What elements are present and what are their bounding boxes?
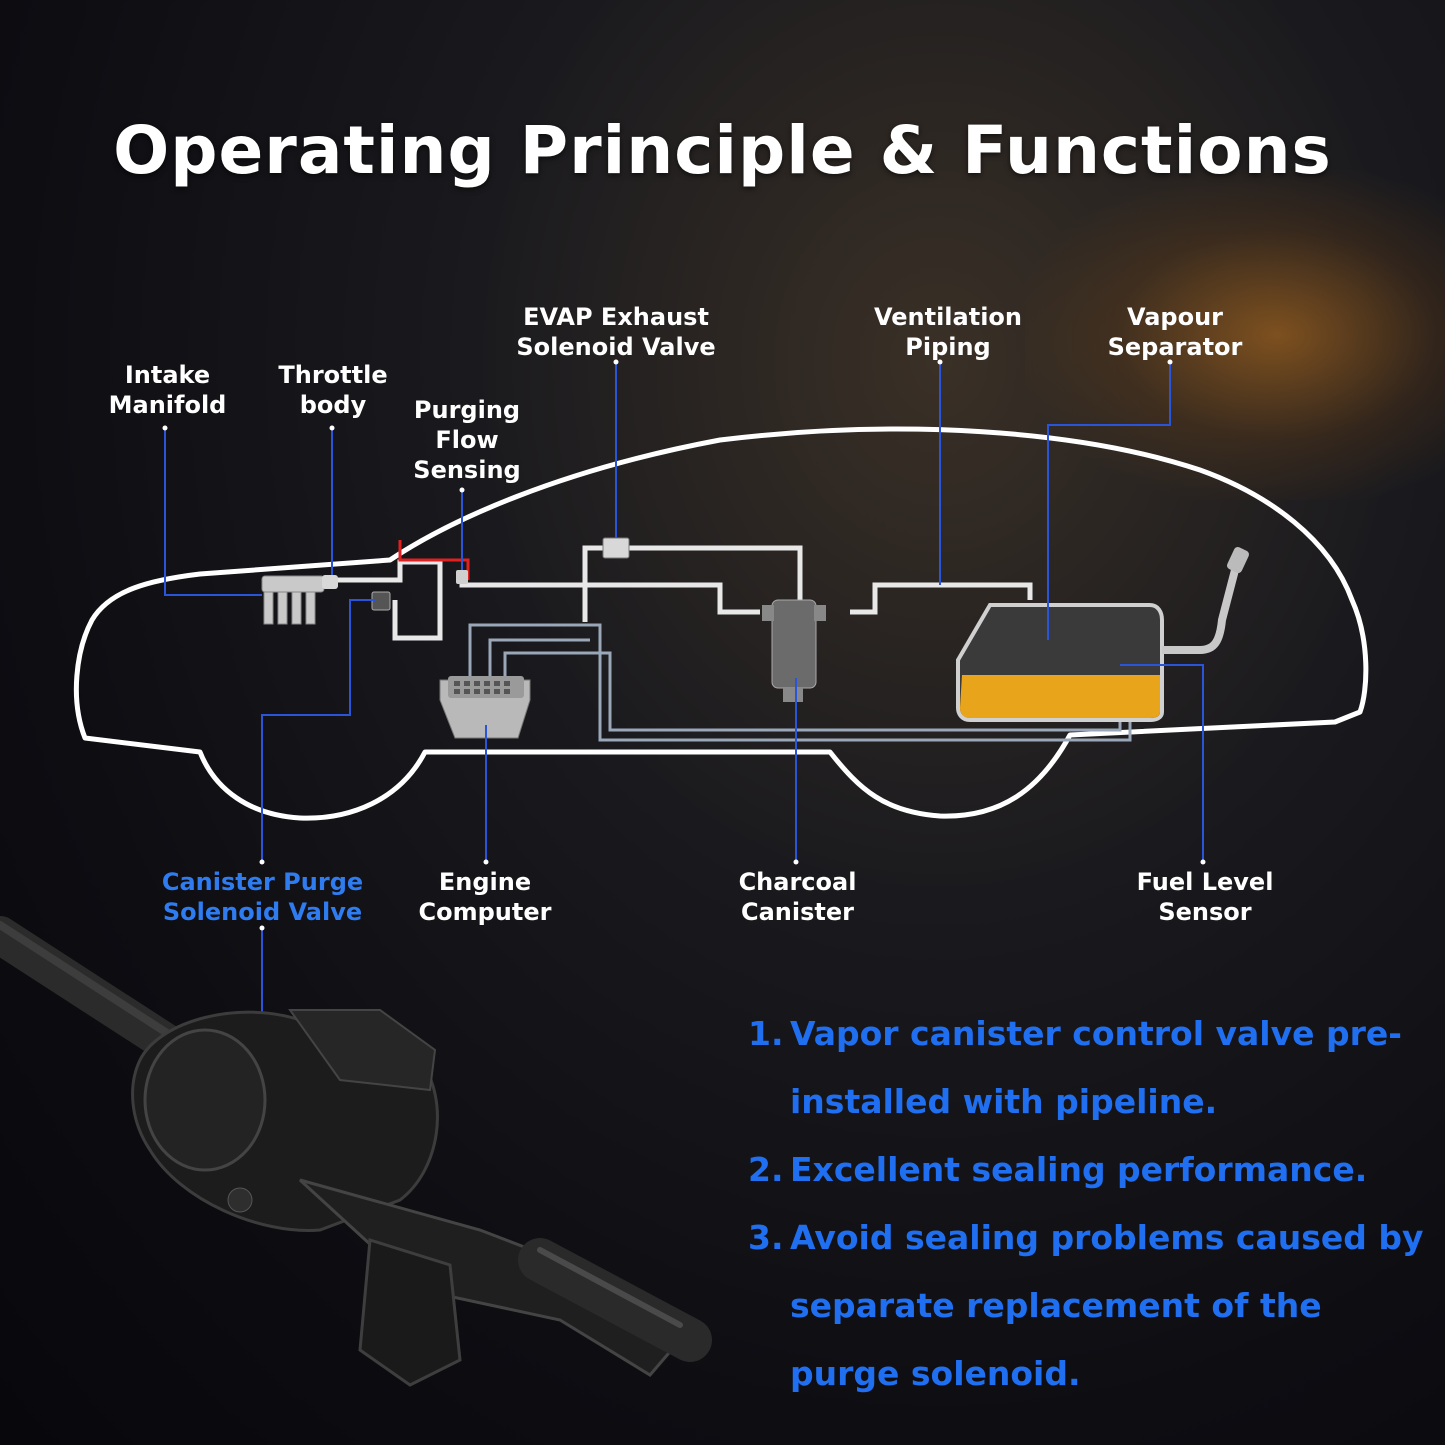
page-title: Operating Principle & Functions	[113, 112, 1332, 189]
label-evap-exhaust-solenoid-valve: EVAP Exhaust Solenoid Valve	[516, 303, 716, 361]
feature-number: 1.	[748, 1014, 784, 1053]
label-vapour-separator: Vapour Separator	[1107, 303, 1243, 361]
label-canister-purge-solenoid-valve: Canister Purge Solenoid Valve	[161, 868, 364, 926]
feature-text: Vapor canister control valve pre-install…	[790, 1014, 1402, 1121]
label-intake-manifold: Intake Manifold	[108, 361, 227, 419]
label-charcoal-canister: Charcoal Canister	[738, 868, 857, 926]
feature-item: 2. Excellent sealing performance.	[748, 1136, 1428, 1204]
feature-list: 1. Vapor canister control valve pre-inst…	[748, 1000, 1428, 1408]
fuel-tank-part	[956, 547, 1250, 722]
label-ventilation-piping: Ventilation Piping	[873, 303, 1023, 361]
intake-manifold-part	[261, 575, 325, 625]
label-throttle-body: Throttle body	[278, 361, 388, 419]
feature-number: 3.	[748, 1218, 784, 1257]
label-engine-computer: Engine Computer	[418, 868, 552, 926]
purge-valve-icon	[0, 916, 712, 1387]
car-silhouette-icon	[73, 426, 1369, 821]
engine-computer-part	[439, 676, 531, 739]
label-fuel-level-sensor: Fuel Level Sensor	[1136, 868, 1274, 926]
flow-sensor-part	[456, 570, 468, 584]
throttle-body-part	[322, 575, 338, 589]
charcoal-canister-part	[762, 599, 826, 702]
label-purging-flow-sensing: Purging Flow Sensing	[413, 396, 521, 484]
feature-number: 2.	[748, 1150, 784, 1189]
evap-solenoid-part	[602, 537, 630, 559]
feature-text: Avoid sealing problems caused by separat…	[790, 1218, 1424, 1393]
feature-item: 3. Avoid sealing problems caused by sepa…	[748, 1204, 1428, 1408]
feature-item: 1. Vapor canister control valve pre-inst…	[748, 1000, 1428, 1136]
feature-text: Excellent sealing performance.	[790, 1150, 1368, 1189]
